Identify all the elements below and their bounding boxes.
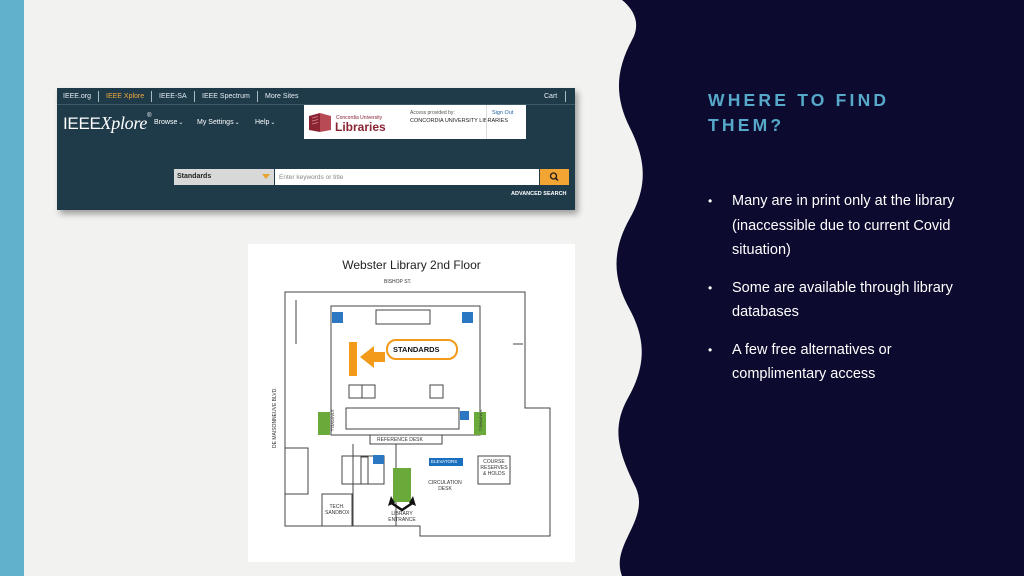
access-provided-label: Access provided by:: [410, 110, 455, 116]
ieee-top-bar: IEEE.org IEEE Xplore IEEE-SA IEEE Spectr…: [57, 88, 575, 105]
bullet-item: • Some are available through library data…: [708, 276, 968, 325]
de-maisonneuve-label: DE MAISONNEUVE BLVD.: [272, 387, 278, 448]
map-title: Webster Library 2nd Floor: [342, 258, 481, 272]
stairwell-left-label: STAIRWELL: [330, 409, 336, 432]
search-scope-value: Standards: [177, 173, 212, 180]
my-settings-label: My Settings: [197, 119, 234, 126]
bullet-item: • A few free alternatives or complimentar…: [708, 338, 968, 387]
ieee-xplore-link[interactable]: IEEE Xplore: [106, 93, 145, 100]
search-input[interactable]: [275, 169, 539, 185]
floor-plan-drawing: [284, 291, 551, 537]
advanced-search-link[interactable]: ADVANCED SEARCH: [511, 191, 567, 197]
logo-concordia-text: Concordia University: [336, 115, 383, 121]
browse-label: Browse: [154, 119, 178, 126]
search-bar: Standards: [174, 169, 569, 185]
ieee-xplore-screenshot: IEEE.org IEEE Xplore IEEE-SA IEEE Spectr…: [57, 88, 575, 210]
cart-link[interactable]: Cart: [544, 93, 558, 100]
bishop-street-label: BISHOP ST.: [384, 279, 412, 285]
logo-libraries-text: Libraries: [335, 120, 386, 134]
chevron-down-icon: ⌄: [234, 120, 240, 126]
search-button[interactable]: [540, 169, 569, 185]
my-settings-menu[interactable]: My Settings⌄: [197, 119, 240, 126]
institution-name: CONCORDIA UNIVERSITY LIBRARIES: [410, 118, 509, 124]
divider: [486, 105, 487, 139]
caret-down-icon: [262, 174, 270, 179]
sign-out-link[interactable]: Sign Out: [492, 110, 514, 116]
chevron-down-icon: ⌄: [178, 120, 184, 126]
logo-ieee-text: IEEE: [63, 114, 101, 133]
browse-menu[interactable]: Browse⌄: [154, 119, 183, 126]
bullet-item: • Many are in print only at the library (…: [708, 189, 968, 263]
separator: [194, 91, 195, 102]
separator: [151, 91, 152, 102]
standards-label: STANDARDS: [393, 345, 440, 354]
slide-heading: WHERE TO FIND THEM?: [708, 90, 890, 135]
search-scope-select[interactable]: Standards: [174, 169, 274, 185]
library-entrance-label: LIBRARY ENTRANCE: [388, 511, 416, 523]
floor-map: Webster Library 2nd Floor: [248, 244, 575, 562]
more-sites-link[interactable]: More Sites: [265, 93, 299, 100]
tech-sandbox-label: TECH. SANDBOX: [325, 504, 350, 516]
bullet-icon: •: [708, 280, 713, 295]
registered-mark: ®: [147, 113, 152, 119]
elevators-label: ELEVATORS: [431, 459, 458, 464]
separator: [565, 91, 566, 102]
circulation-desk-label: CIRCULATION DESK: [428, 480, 462, 492]
institution-access-box: Concordia University Libraries Access pr…: [304, 105, 526, 139]
search-icon: [549, 172, 559, 182]
chevron-down-icon: ⌄: [270, 120, 276, 126]
help-label: Help: [255, 119, 270, 126]
logo-xplore-text: Xplore: [100, 113, 148, 133]
bullet-list: • Many are in print only at the library (…: [708, 189, 968, 400]
reference-desk-label: REFERENCE DESK: [377, 437, 423, 443]
bullet-text: Some are available through library datab…: [732, 279, 953, 321]
help-menu[interactable]: Help⌄: [255, 119, 275, 126]
bullet-text: Many are in print only at the library (i…: [732, 193, 955, 258]
bullet-text: A few free alternatives or complimentary…: [732, 341, 892, 383]
ieee-sa-link[interactable]: IEEE-SA: [159, 93, 187, 100]
concordia-libraries-logo: Concordia University Libraries: [309, 113, 386, 134]
separator: [98, 91, 99, 102]
left-accent-stripe: [0, 0, 24, 576]
ieee-spectrum-link[interactable]: IEEE Spectrum: [202, 93, 250, 100]
ieee-xplore-logo[interactable]: IEEEXplore®: [63, 113, 152, 134]
bullet-icon: •: [708, 194, 713, 208]
ieee-org-link[interactable]: IEEE.org: [63, 93, 92, 100]
bullet-icon: •: [708, 342, 713, 357]
course-reserves-label: COURSE RESERVES & HOLDS: [480, 459, 508, 477]
stairwell-right-label: STAIRWELL: [478, 409, 484, 432]
separator: [257, 91, 258, 102]
